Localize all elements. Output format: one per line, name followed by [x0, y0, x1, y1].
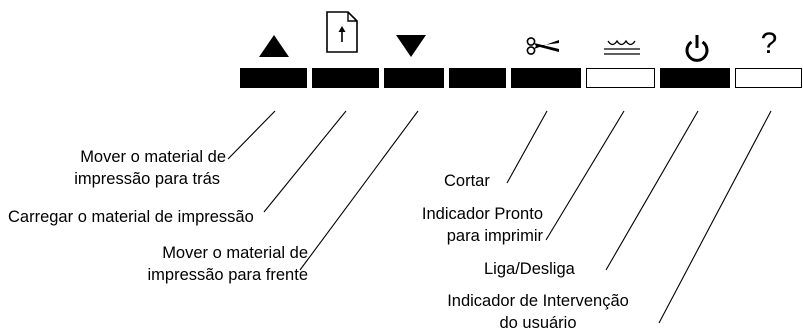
leader-move-forward	[299, 110, 419, 271]
leader-ready	[545, 110, 625, 241]
label-cut: Cortar	[444, 172, 490, 190]
load-page-icon	[326, 11, 358, 53]
question-mark-icon: ?	[760, 27, 778, 60]
triangle-down-icon	[396, 35, 426, 57]
label-power: Liga/Desliga	[484, 260, 575, 278]
blank-button[interactable]	[449, 68, 506, 88]
leader-load	[263, 110, 347, 213]
ready-indicator	[586, 68, 655, 88]
cut-button[interactable]	[511, 68, 581, 88]
label-ready: Indicador Pronto para imprimir	[421, 205, 543, 245]
move-back-button[interactable]	[240, 68, 307, 88]
leader-move-back	[227, 110, 276, 160]
move-forward-button[interactable]	[384, 68, 444, 88]
label-intervention: Indicador de Intervenção do usuário	[447, 292, 629, 332]
leader-intervention	[658, 110, 772, 324]
label-move-forward: Mover o material de impressão para frent…	[147, 244, 309, 284]
intervention-indicator	[735, 68, 802, 88]
leader-power	[605, 110, 699, 271]
power-icon	[685, 35, 709, 62]
triangle-up-icon	[259, 35, 289, 57]
scissors-icon	[526, 37, 559, 55]
ready-wave-icon	[604, 39, 640, 55]
label-load: Carregar o material de impressão	[8, 208, 254, 226]
leader-cut	[506, 110, 548, 184]
power-button[interactable]	[660, 68, 730, 88]
load-media-button[interactable]	[312, 68, 379, 88]
label-move-back: Mover o material de impressão para trás	[74, 148, 226, 188]
